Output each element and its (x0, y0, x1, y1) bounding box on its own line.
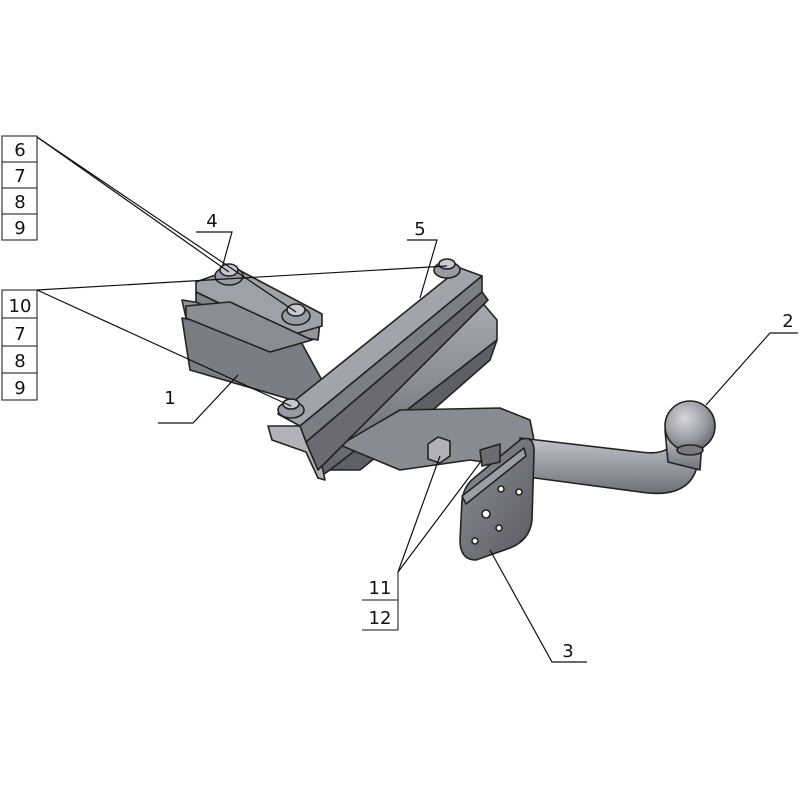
callout-10: 10 (9, 296, 32, 317)
callout-5: 5 (414, 219, 425, 240)
callout-2: 2 (782, 311, 793, 332)
nut-upper-right (281, 303, 311, 326)
socket-plate-part-3 (459, 437, 535, 561)
callout-8-upper: 8 (14, 192, 25, 213)
tow-ball (664, 400, 716, 452)
assembly-drawing (181, 258, 716, 561)
callout-12: 12 (369, 608, 392, 629)
callout-stack-bottom: 11 12 (362, 572, 399, 631)
callout-7-upper: 7 (14, 166, 25, 187)
callout-4: 4 (206, 211, 217, 232)
bolt-hex-11 (427, 436, 451, 464)
cross-bracket-part-5 (267, 267, 489, 481)
callout-7-lower: 7 (14, 324, 25, 345)
callout-3: 3 (562, 641, 573, 662)
single-callouts: 4 5 1 2 3 (164, 211, 793, 662)
callout-9-lower: 9 (14, 378, 25, 399)
nut-bracket-bottom (277, 398, 305, 419)
callout-9-upper: 9 (14, 218, 25, 239)
ball-arm-part-2 (519, 400, 716, 495)
callout-1: 1 (164, 388, 175, 409)
callout-stack-upper: 6 7 8 9 (1, 135, 38, 241)
callout-stack-lower: 10 7 8 9 (1, 289, 38, 401)
callout-8-lower: 8 (14, 351, 25, 372)
nut-bracket-top (433, 258, 461, 279)
bolt-nut-set (214, 258, 461, 464)
callout-6: 6 (14, 140, 25, 161)
callout-11: 11 (369, 578, 392, 599)
leader-lines (36, 136, 798, 663)
